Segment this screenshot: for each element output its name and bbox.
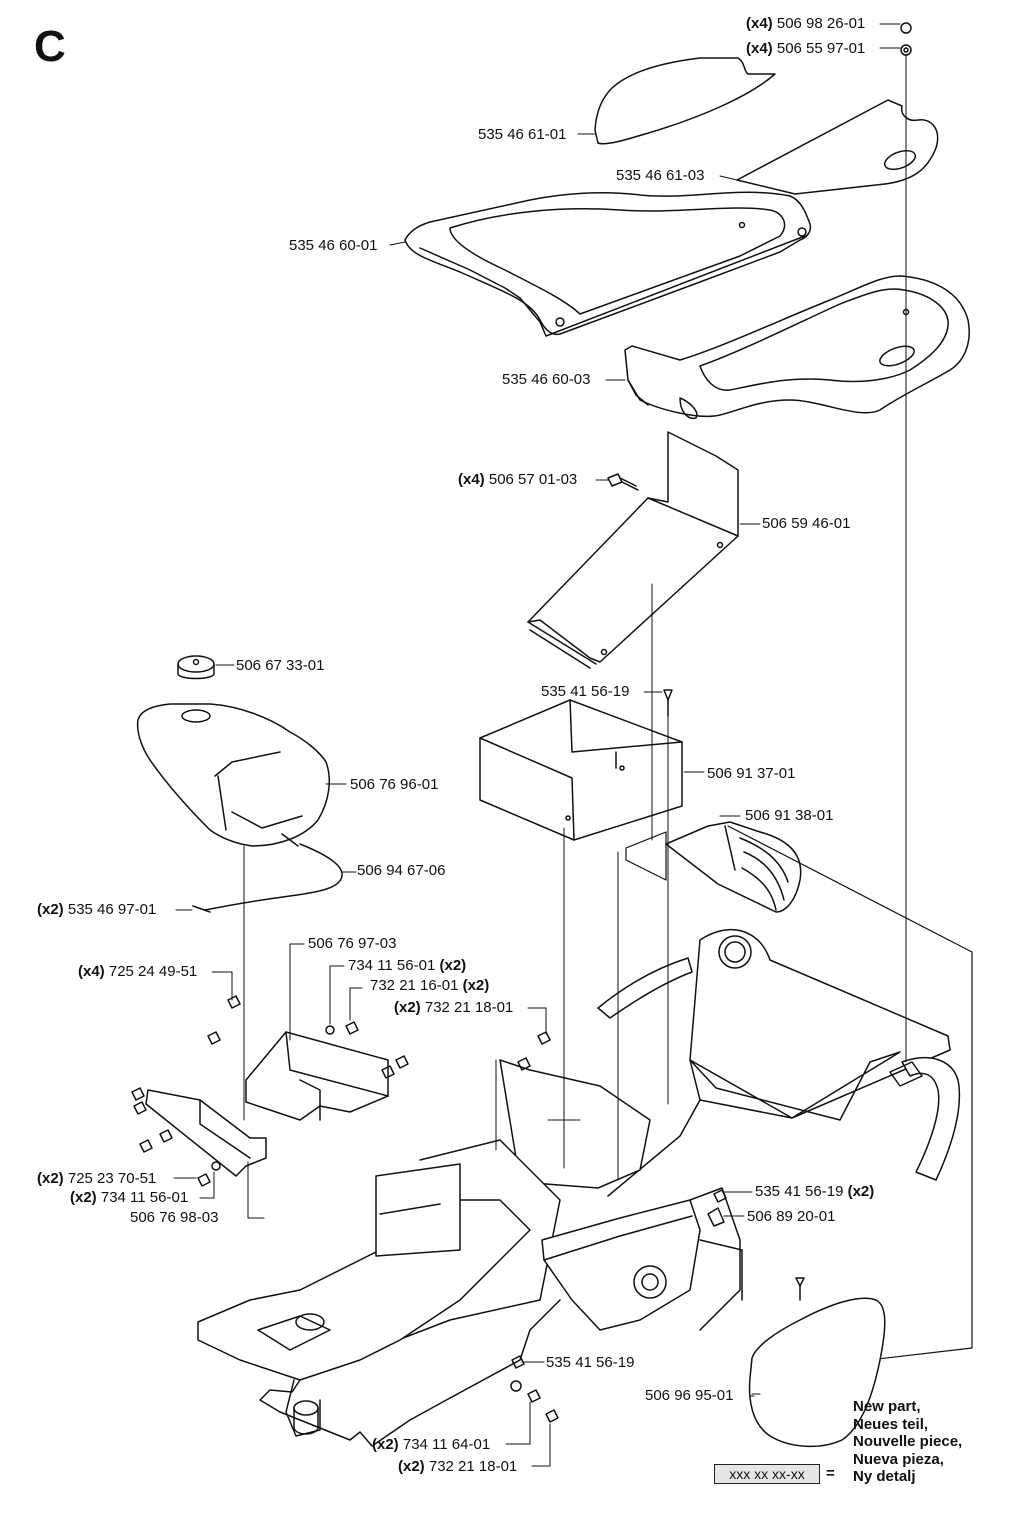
label-washer-tank: 734 11 56-01 (x2) xyxy=(348,957,467,974)
label-screw-lower: 535 41 56-19 xyxy=(546,1354,635,1371)
legend-line: Ny detalj xyxy=(853,1468,916,1485)
bolt-bracket-part xyxy=(607,473,639,491)
leader-lines xyxy=(173,23,907,1467)
label-seat-shell: 535 46 60-01 xyxy=(289,237,378,254)
label-fuel-tank: 506 76 96-01 xyxy=(350,776,439,793)
label-screw-cover: 535 41 56-19 xyxy=(541,683,630,700)
cover-2-part xyxy=(665,821,802,913)
label-seat-pad: 535 46 61-01 xyxy=(478,126,567,143)
legend-line: Nueva pieza, xyxy=(853,1450,944,1468)
fuel-hose-part xyxy=(192,833,343,913)
label-bolt-bracket: (x4) 506 57 01-03 xyxy=(458,471,578,488)
label-screw-side: 535 41 56-19 (x2) xyxy=(755,1183,875,1200)
seat-bracket-part xyxy=(527,431,739,669)
bracket-small-part xyxy=(145,1089,267,1177)
label-tank-bracket: 506 76 97-03 xyxy=(308,935,397,952)
seat-pad-2-part xyxy=(736,99,939,195)
label-nut-tank: 732 21 16-01 (x2) xyxy=(370,977,490,994)
label-side-cover: 506 96 95-01 xyxy=(645,1387,734,1404)
label-clip: 506 89 20-01 xyxy=(747,1208,836,1225)
label-nut-frame: (x2) 732 21 18-01 xyxy=(394,999,514,1016)
label-washer-2: (x4) 506 55 97-01 xyxy=(746,40,866,57)
seat-shell-part xyxy=(404,191,812,337)
seat-pad-part xyxy=(594,57,776,145)
fuel-cap-part xyxy=(177,655,215,680)
label-bolt-tank: (x4) 725 24 49-51 xyxy=(78,963,198,980)
screw-cover-part xyxy=(663,689,673,717)
label-cover-2: 506 91 38-01 xyxy=(745,807,834,824)
label-bolt-small: (x2) 725 23 70-51 xyxy=(37,1170,157,1187)
seat-shell-2-part xyxy=(624,275,970,420)
label-fuel-hose: 506 94 67-06 xyxy=(357,862,446,879)
legend-line: Neues teil, xyxy=(853,1415,929,1433)
label-nut-lower: (x2) 732 21 18-01 xyxy=(398,1458,518,1475)
label-cover: 506 91 37-01 xyxy=(707,765,796,782)
legend-line: Nouvelle piece, xyxy=(853,1433,963,1450)
fuel-tank-part xyxy=(136,703,331,847)
label-fuel-cap: 506 67 33-01 xyxy=(236,657,325,674)
cover-part xyxy=(479,699,683,841)
legend-equals: = xyxy=(826,1465,835,1482)
label-washer-top: (x4) 506 98 26-01 xyxy=(746,15,866,32)
label-bracket-small: 506 76 98-03 xyxy=(130,1209,219,1226)
label-seat-bracket: 506 59 46-01 xyxy=(762,515,851,532)
legend-line: New part, xyxy=(853,1398,921,1415)
label-seat-shell-2: 535 46 60-03 xyxy=(502,371,591,388)
label-washer-small: (x2) 734 11 56-01 xyxy=(70,1189,189,1206)
label-washer-lower: (x2) 734 11 64-01 xyxy=(372,1436,491,1453)
new-part-legend: New part, Neues teil, Nouvelle piece, Nu… xyxy=(853,1398,962,1486)
section-letter: C xyxy=(34,22,66,71)
legend-code-box: xxx xx xx-xx xyxy=(714,1464,820,1484)
tank-bracket-part xyxy=(245,1031,389,1121)
label-hose-clamp: (x2) 535 46 97-01 xyxy=(37,901,157,918)
side-cover-part xyxy=(748,1297,886,1448)
label-seat-pad-2: 535 46 61-03 xyxy=(616,167,705,184)
